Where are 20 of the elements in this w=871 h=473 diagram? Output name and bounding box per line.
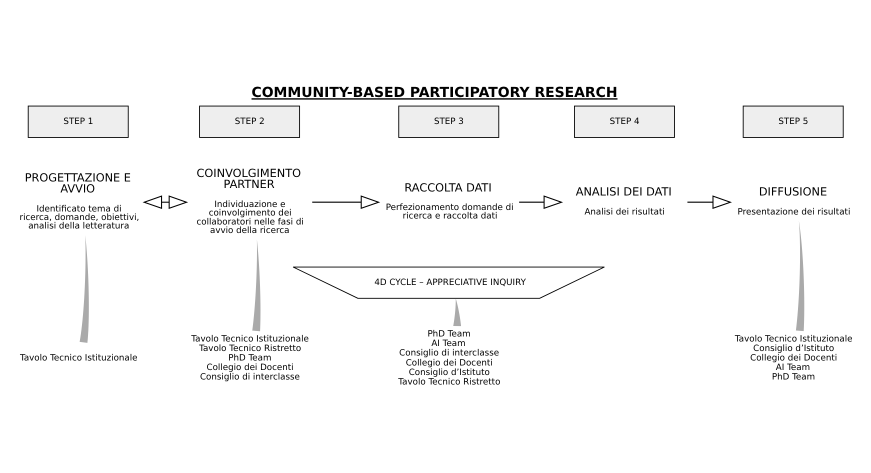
connector [453,298,462,326]
node-box: STEP 3 [398,105,500,138]
node-text: DIFFUSIONE Presentazione dei risultati [738,185,850,217]
node-text: RACCOLTA DATI Perfezionamento domande di ricerca e raccolta dati [386,180,514,222]
arrow [687,194,732,209]
arrow [312,194,380,209]
node-text: Tavolo Tecnico Istituzionale Consiglio d’Istituto Collegio dei Docenti AI Team PhD Team [734,334,852,382]
node-box: STEP 1 [28,105,129,138]
diagram-title: COMMUNITY-BASED PARTICIPATORY RESEARCH [252,84,618,101]
node-box: STEP 5 [742,105,844,138]
node-box: STEP 2 [199,105,300,138]
node-text: Tavolo Tecnico Istituzionale Tavolo Tecnico Ristretto PhD Team Collegio dei Docenti Consiglio di interclasse [191,334,309,382]
arrow [519,194,564,209]
node-text: Tavolo Tecnico Istituzionale [20,353,138,364]
arrow [142,194,188,209]
node-box: STEP 4 [574,105,675,138]
node-text: PhD Team AI Team Consiglio di interclasse Collegio dei Docenti Consiglio d’Istituto Tavolo Tecnico Ristretto [398,329,500,387]
node-text: COINVOLGIMENTO PARTNER Individuazione e coinvolgimento dei collaboratori nelle fasi di avvio della ricerca [196,166,304,236]
node-text: PROGETTAZIONE E AVVIO Identificato tema di ricerca, domande, obiettivi, analisi della letteratura [20,170,140,232]
node-text: ANALISI DEI DATI Analisi dei risultati [576,185,672,217]
